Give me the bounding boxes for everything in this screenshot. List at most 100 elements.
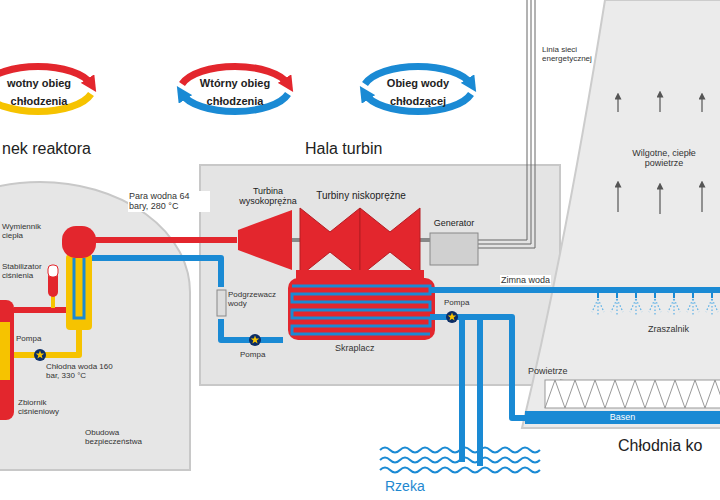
primary-circuit	[94, 237, 191, 243]
spray-nozzles	[635, 299, 636, 315]
spray-nozzles	[592, 293, 718, 315]
spray-nozzles	[616, 293, 618, 298]
spray-nozzles	[611, 299, 617, 312]
hp-turbine: Turbina wysokoprężna	[237, 186, 300, 270]
spray-nozzles	[711, 299, 712, 315]
primary-circuit	[48, 265, 58, 297]
primary-circuit	[62, 226, 96, 258]
turbine-hall: Hala turbinTurbina wysokoprężnaTurbiny n…	[200, 140, 560, 385]
power-line	[478, 0, 527, 240]
condenser: Skraplacz	[283, 278, 443, 358]
pump-label: Pompa	[16, 334, 41, 343]
air-arrows	[659, 186, 660, 214]
node-note: Obudowa bezpieczeństwa	[85, 428, 157, 446]
component-label: Stabilizator ciśnienia	[2, 262, 47, 280]
legend-item: Wtórny obieg chłodzenia	[190, 73, 280, 110]
spray-nozzles	[616, 299, 617, 315]
node-label: Turbina wysokoprężna	[237, 186, 299, 207]
spray-nozzles	[673, 293, 675, 298]
preheater	[217, 290, 226, 316]
water-preheater: Podgrzewacz wody	[215, 287, 281, 319]
air-arrows	[701, 184, 702, 212]
node-label: Skraplacz	[335, 343, 375, 353]
primary-circuit	[66, 254, 92, 330]
spray-nozzles	[597, 293, 599, 298]
legend-label: wotny obieg chłodzenia	[7, 77, 71, 107]
lp-turbines: Turbiny niskoprężne	[302, 188, 421, 276]
containment-dome	[0, 182, 190, 470]
legend-label: Wtórny obieg chłodzenia	[200, 77, 270, 107]
spray-nozzles	[668, 299, 674, 312]
spray-nozzles	[592, 299, 598, 312]
cooling-tower	[522, 0, 720, 428]
node-label: Basen	[525, 412, 720, 422]
spray-nozzles	[711, 293, 713, 298]
primary-circuit	[48, 265, 58, 277]
legend-ring	[0, 66, 471, 111]
turbine-hall	[200, 165, 560, 385]
spray-nozzles	[654, 293, 656, 298]
basin	[525, 411, 720, 424]
primary-circuit	[74, 258, 84, 318]
power-line	[478, 0, 531, 244]
node-label: Chłodnia ko	[618, 437, 703, 455]
pipe-label: Zimna woda	[500, 275, 551, 285]
river-waves	[380, 458, 540, 463]
primary-circuit	[0, 300, 14, 420]
spray-nozzles	[712, 299, 718, 312]
spray-nozzles	[655, 299, 661, 312]
spray-nozzles	[693, 299, 699, 312]
air-label: Powietrze	[528, 366, 568, 376]
pump-label: Pompa	[240, 350, 265, 359]
pump-symbol	[446, 311, 458, 323]
spray-nozzles	[687, 299, 693, 312]
tower-fill	[545, 380, 720, 408]
spray-nozzles	[674, 299, 680, 312]
spray-nozzles	[706, 299, 712, 312]
primary-circuit	[0, 226, 191, 420]
spray-nozzles	[617, 299, 623, 312]
air-arrows	[560, 94, 702, 392]
power-line-label: Linia sieci energetycznej	[542, 45, 600, 63]
turbines	[300, 208, 360, 276]
component-label: Zbiornik ciśnieniowy	[18, 398, 78, 416]
primary-circuit	[51, 296, 55, 308]
legend-label: Obieg wody chłodzącej	[387, 77, 449, 107]
reactor-building: nek reaktoraObudowa bezpieczeństwa	[0, 135, 190, 470]
river: Rzeka	[380, 440, 530, 498]
node-label: Turbiny niskoprężne	[302, 190, 420, 202]
node-label: Hala turbin	[305, 140, 382, 158]
river-waves	[380, 448, 540, 473]
spray-nozzles	[654, 299, 655, 315]
spray-nozzles	[673, 299, 674, 315]
air-arrows	[617, 96, 618, 112]
pump-label: Pompa	[444, 298, 469, 307]
primary-circuit	[0, 322, 10, 380]
basin: Basen	[525, 411, 720, 424]
river-waves	[380, 468, 540, 473]
spray-nozzles	[692, 299, 693, 315]
pump-symbol	[34, 349, 46, 361]
pipe-connector	[190, 237, 237, 243]
river-waves	[380, 448, 540, 453]
air-arrows	[701, 96, 702, 112]
pipe-connector	[443, 317, 525, 418]
spray-nozzles	[635, 293, 637, 298]
turbines	[238, 210, 292, 270]
node-label: Generator	[426, 218, 482, 228]
pipe-connector	[190, 258, 221, 287]
primary-circuit	[92, 255, 191, 261]
primary-circuit	[14, 307, 66, 313]
node-label: Podgrzewacz wody	[228, 290, 280, 308]
generator: Generator	[426, 218, 483, 268]
legend-item: Obieg wody chłodzącej	[373, 73, 463, 110]
power-line	[478, 0, 535, 248]
pump-symbol	[249, 334, 261, 346]
spray-nozzles	[692, 293, 694, 298]
spray-nozzles	[649, 299, 655, 312]
air-arrows	[659, 94, 660, 112]
condenser	[292, 286, 430, 334]
turbines	[360, 208, 420, 276]
